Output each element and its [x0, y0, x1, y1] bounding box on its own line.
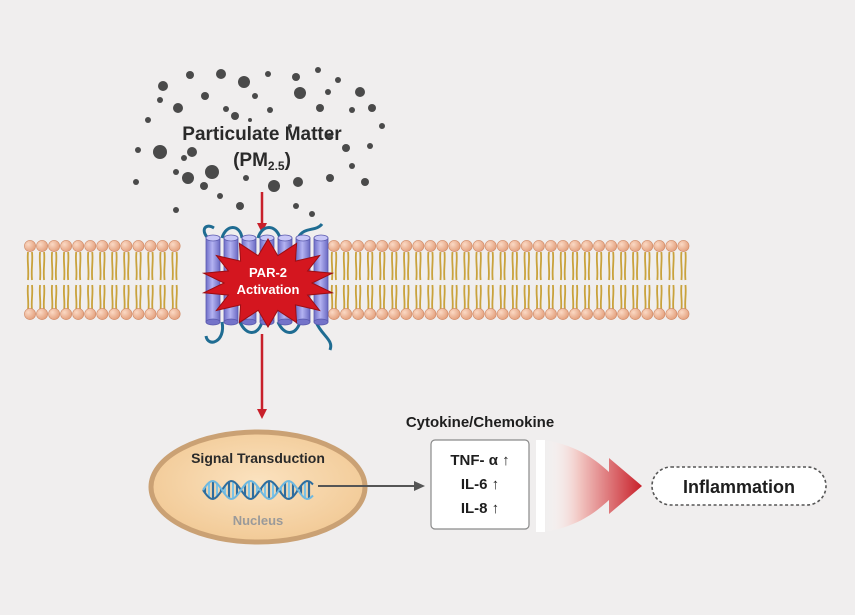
particulate-matter-cloud [133, 67, 385, 217]
cytokine-box [430, 439, 530, 530]
nucleus-label: Nucleus [233, 513, 284, 528]
receptor-label-line2: Activation [237, 282, 300, 297]
inflammation-label: Inflammation [683, 477, 795, 497]
receptor-label-line1: PAR-2 [249, 265, 287, 280]
inflammation-pill [651, 466, 827, 506]
signal-transduction-label: Signal Transduction [191, 450, 325, 466]
cytokine-header: Cytokine/Chemokine [406, 414, 554, 431]
dna-helix-icon [202, 479, 314, 501]
pm25-label: (PM2.5) [233, 150, 291, 173]
cytokine-item-il8: IL-8 ↑ [461, 500, 499, 517]
activation-burst-icon [201, 238, 335, 328]
nucleus-cell: Signal Transduction Nucleus [148, 429, 368, 545]
cytokine-item-il6: IL-6 ↑ [461, 476, 499, 493]
cytokine-item-tnf: TNF- α ↑ [450, 452, 509, 469]
fan-arrow-icon [536, 440, 642, 532]
cell-membrane [24, 240, 690, 320]
particulate-matter-label: Particulate Matter [182, 124, 342, 145]
par2-receptor: PAR-2 Activation [201, 222, 335, 351]
